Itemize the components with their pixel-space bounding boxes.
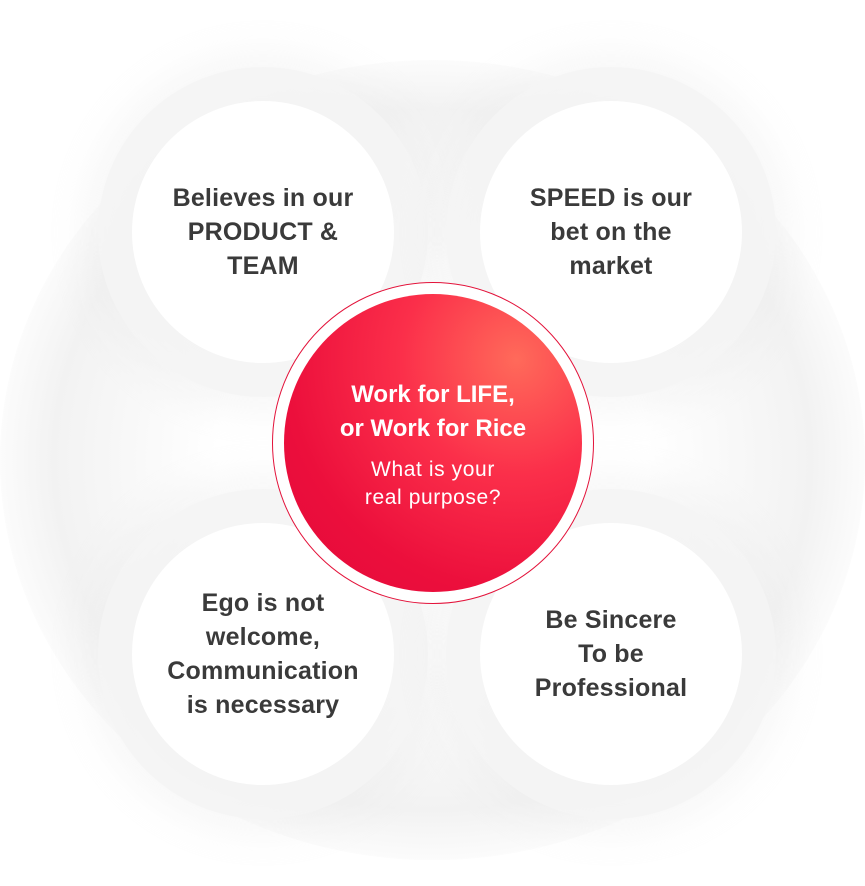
value-text-speed: SPEED is our bet on the market [529,184,693,280]
value-text-sincere: Be Sincere To be Professional [534,606,688,702]
value-text-communication: Ego is not welcome, Communication is nec… [167,589,359,719]
value-bubble-speed: SPEED is our bet on the market [480,101,742,363]
value-text-product-team: Believes in our PRODUCT & TEAM [172,184,354,280]
value-bubble-product-team: Believes in our PRODUCT & TEAM [132,101,394,363]
center-circle: Work for LIFE, or Work for Rice What is … [284,294,582,592]
center-title: Work for LIFE, or Work for Rice [339,381,527,442]
center-subtitle: What is your real purpose? [364,458,502,509]
center-circle-ring: Work for LIFE, or Work for Rice What is … [272,282,594,604]
